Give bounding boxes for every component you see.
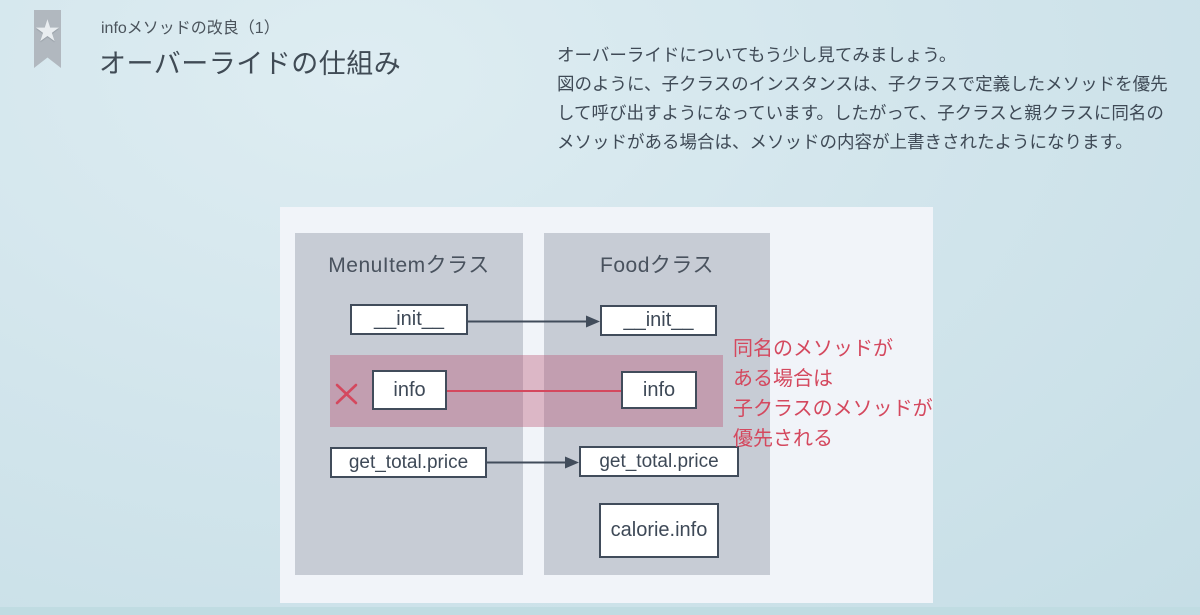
bottom-edge-strip	[0, 607, 1200, 615]
override-annotation: 同名のメソッドが ある場合は 子クラスのメソッドが 優先される	[733, 334, 933, 454]
intro-line: して呼び出すようになっています。したがって、子クラスと親クラスに同名の	[557, 103, 1164, 123]
star-icon: ★	[34, 15, 61, 48]
annotation-line: 優先される	[733, 428, 833, 450]
method-box-food-calorie-info: calorie.info	[599, 503, 719, 558]
intro-line: メソッドがある場合は、メソッドの内容が上書きされたようになります。	[557, 132, 1133, 152]
method-box-menuitem-init: __init__	[350, 304, 468, 335]
bookmark-ribbon-icon: ★	[34, 10, 61, 68]
intro-line: 図のように、子クラスのインスタンスは、子クラスで定義したメソッドを優先	[557, 74, 1168, 94]
annotation-line: 子クラスのメソッドが	[733, 398, 933, 420]
annotation-line: ある場合は	[733, 368, 833, 390]
method-box-food-info: info	[621, 371, 697, 409]
class-title-menuitem: MenuItemクラス	[328, 254, 490, 277]
annotation-line: 同名のメソッドが	[733, 338, 893, 360]
method-box-food-get-total-price: get_total.price	[579, 446, 739, 477]
method-box-menuitem-info: info	[372, 370, 447, 410]
method-box-menuitem-get-total-price: get_total.price	[330, 447, 487, 478]
diagram-panel: MenuItemクラス Foodクラス __init__ __init__ in…	[280, 207, 933, 603]
class-title-food: Foodクラス	[600, 254, 714, 277]
lesson-kicker: infoメソッドの改良（1）	[101, 20, 280, 37]
intro-line: オーバーライドについてもう少し見てみましょう。	[557, 45, 957, 65]
page-title: オーバーライドの仕組み	[99, 49, 402, 79]
method-box-food-init: __init__	[600, 305, 717, 336]
intro-paragraph: オーバーライドについてもう少し見てみましょう。 図のように、子クラスのインスタン…	[557, 41, 1168, 157]
